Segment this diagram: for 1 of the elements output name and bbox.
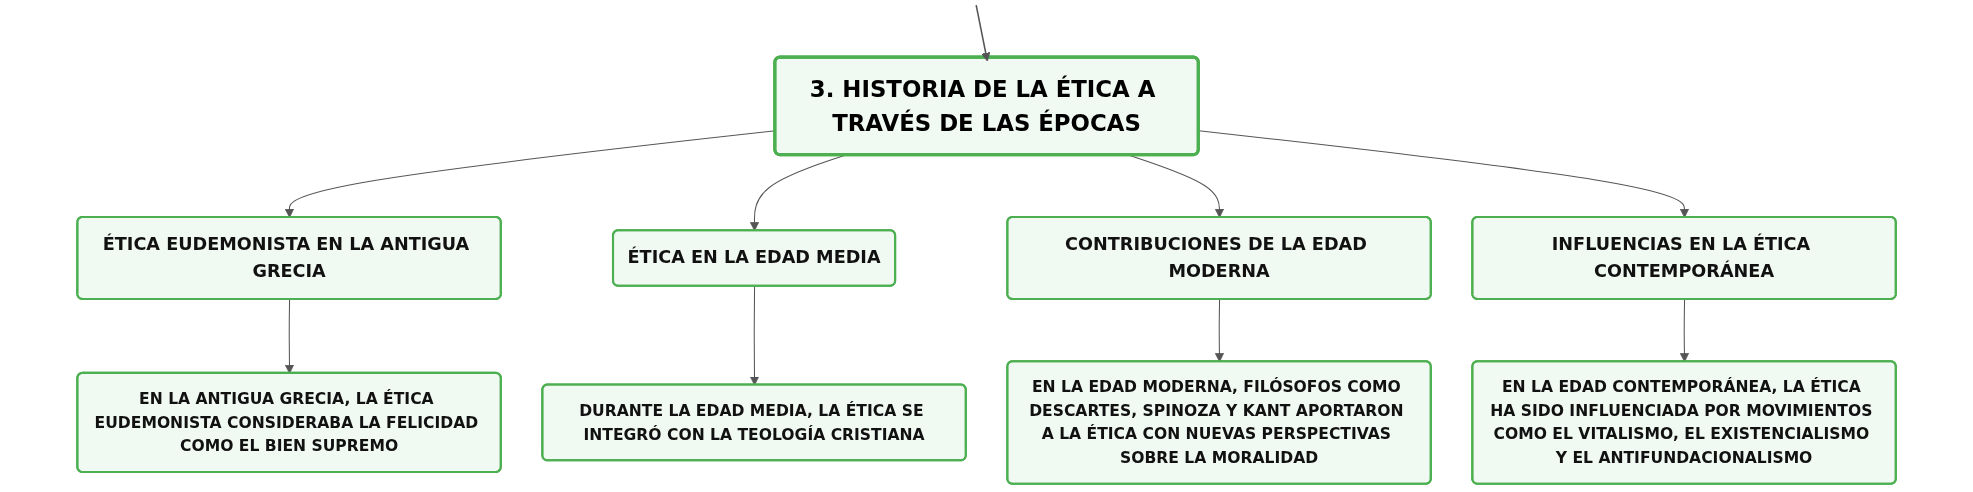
arrow xyxy=(975,4,991,62)
